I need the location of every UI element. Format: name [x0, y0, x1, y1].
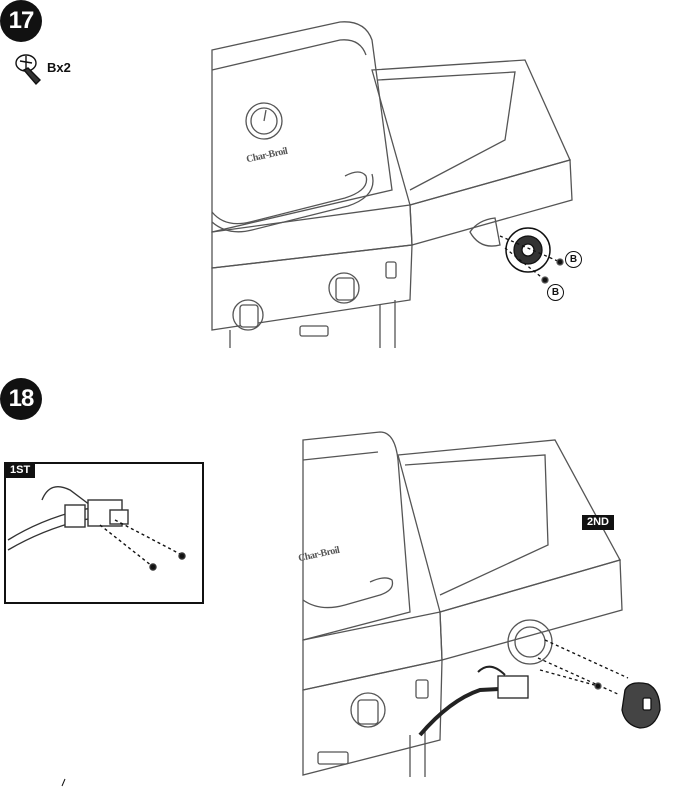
- stage1-inset-frame: [4, 462, 204, 604]
- step18-grill-illustration: [302, 431, 661, 777]
- step17-grill-illustration: [211, 21, 573, 348]
- hardware-callout: B: [547, 284, 564, 301]
- stray-mark: [61, 778, 66, 787]
- step-number-badge: 17: [0, 0, 42, 42]
- screw-icon: [15, 54, 41, 86]
- step18-hose-bracket-illustration: [7, 486, 186, 571]
- step-number-badge: 18: [0, 378, 42, 420]
- hardware-callout: B: [565, 251, 582, 268]
- stage-label-second: 2ND: [582, 515, 615, 530]
- hardware-quantity-label: Bx2: [47, 60, 71, 75]
- stage-label-first: 1ST: [5, 463, 36, 478]
